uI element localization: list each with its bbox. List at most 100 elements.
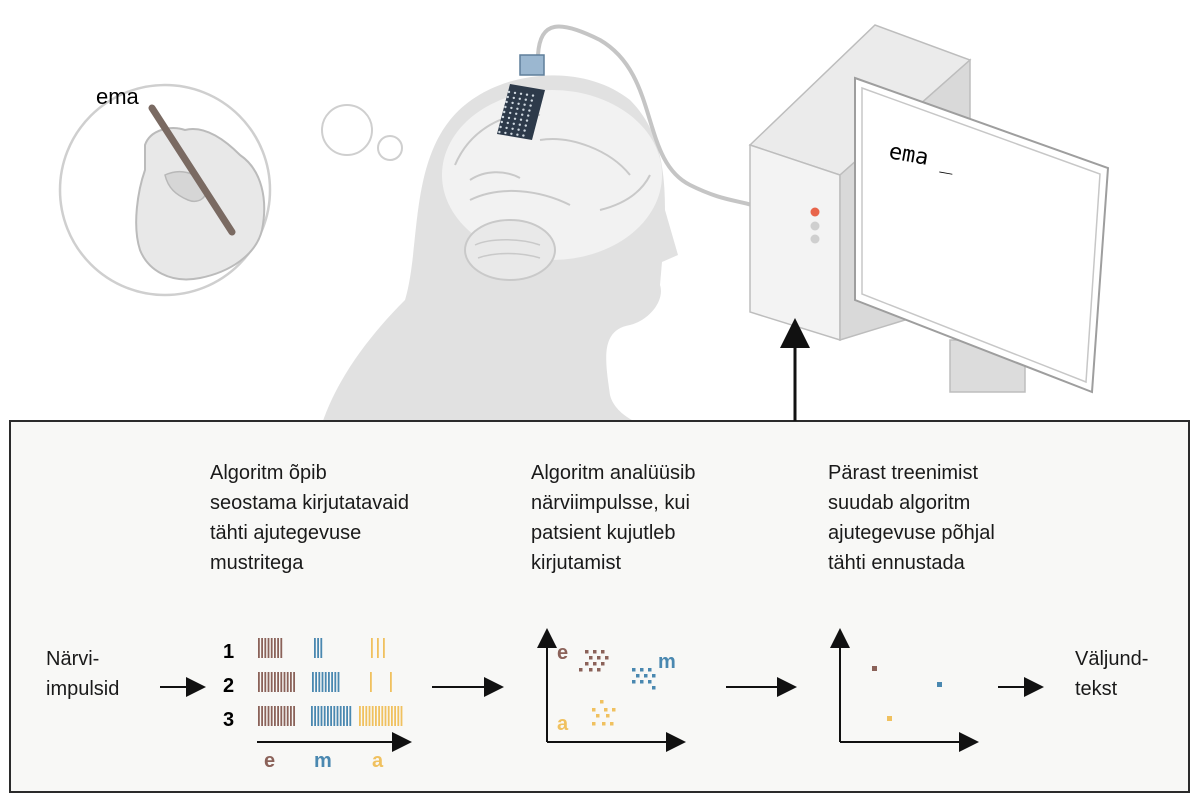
raster-tick — [290, 672, 292, 692]
raster-tick — [280, 672, 283, 692]
computer: ema _ — [748, 24, 1110, 394]
raster-tick — [370, 672, 372, 692]
raster-tick — [387, 706, 390, 726]
raster-letter-e: e — [264, 750, 275, 772]
cluster-point — [648, 680, 652, 684]
cluster-point — [602, 722, 606, 726]
raster-tick — [286, 672, 289, 692]
raster-tick — [277, 706, 279, 726]
raster-tick — [280, 706, 283, 726]
raster-tick — [311, 706, 313, 726]
raster-tick — [339, 706, 342, 726]
raster-tick — [327, 706, 329, 726]
raster-tick — [343, 706, 345, 726]
stage-3-text: Pärast treenimist suudab algoritm ajuteg… — [828, 462, 995, 574]
cluster-point — [579, 668, 583, 672]
raster-tick — [368, 706, 371, 726]
cluster-point — [648, 668, 652, 672]
prediction-point-m — [937, 682, 942, 687]
raster-tick — [318, 672, 321, 692]
cluster-point — [636, 674, 640, 678]
raster-tick — [390, 672, 392, 692]
raster-tick — [283, 672, 286, 692]
raster-tick — [264, 638, 267, 658]
raster-tick — [331, 672, 333, 692]
cluster-point — [589, 656, 593, 660]
cluster-point — [593, 650, 597, 654]
stage-2-text: Algoritm analüüsib närviimpulsse, kui pa… — [531, 462, 696, 574]
raster-tick — [261, 672, 263, 692]
trial-label-3: 3 — [223, 709, 234, 731]
raster-tick — [312, 672, 314, 692]
monitor-screen — [854, 76, 1110, 394]
raster-tick — [270, 706, 273, 726]
raster-tick — [277, 672, 279, 692]
cluster-point — [593, 662, 597, 666]
raster-tick — [397, 706, 400, 726]
cluster-point — [585, 650, 589, 654]
raster-tick — [277, 638, 279, 658]
raster-tick — [270, 638, 273, 658]
raster-tick — [283, 706, 286, 726]
raster-tick — [323, 706, 326, 726]
process-panel — [9, 420, 1190, 793]
raster-tick — [293, 672, 295, 692]
cluster-point — [652, 686, 656, 690]
stage-1-text: Algoritm õpib seostama kirjutatavaid täh… — [210, 462, 409, 574]
raster-tick — [333, 706, 336, 726]
raster-tick — [362, 706, 364, 726]
pen-icon — [148, 104, 236, 236]
raster-tick — [264, 706, 267, 726]
raster-tick — [280, 638, 283, 658]
cluster-point — [606, 714, 610, 718]
raster-tick — [384, 706, 387, 726]
raster-letter-m: m — [314, 750, 332, 772]
raster-tick — [324, 672, 327, 692]
raster-tick — [383, 638, 385, 658]
cluster-point — [604, 708, 608, 712]
training-raster: 1 2 3 e m a — [223, 638, 412, 772]
raster-tick — [337, 672, 340, 692]
raster-tick — [371, 638, 373, 658]
handwriting-circle: ema — [58, 83, 272, 297]
raster-tick — [258, 638, 260, 658]
raster-tick — [274, 672, 276, 692]
raster-tick — [261, 706, 263, 726]
raster-tick — [391, 706, 393, 726]
trial-label-2: 2 — [223, 675, 234, 697]
cluster-point — [592, 708, 596, 712]
raster-tick — [377, 638, 379, 658]
cluster-point — [589, 668, 593, 672]
cluster-letter-m: m — [658, 651, 676, 673]
raster-tick — [375, 706, 377, 726]
prediction-point-e — [872, 666, 877, 671]
brain-shape — [442, 90, 662, 260]
raster-tick — [334, 672, 337, 692]
raster-tick — [336, 706, 339, 726]
raster-tick — [267, 638, 270, 658]
raster-tick — [258, 706, 260, 726]
raster-tick — [315, 672, 317, 692]
raster-tick — [317, 638, 319, 658]
cluster-point — [597, 656, 601, 660]
raster-tick — [293, 706, 295, 726]
cluster-point — [601, 650, 605, 654]
cluster-point — [596, 714, 600, 718]
cluster-point — [612, 708, 616, 712]
raster-tick — [270, 672, 273, 692]
cluster-point — [601, 662, 605, 666]
cerebellum-shape — [464, 219, 556, 281]
cluster-point — [600, 700, 604, 704]
raster-tick — [317, 706, 320, 726]
raster-tick — [286, 706, 289, 726]
raster-tick — [321, 672, 324, 692]
cable — [536, 24, 753, 207]
cluster-point — [610, 722, 614, 726]
raster-tick — [400, 706, 403, 726]
raster-tick — [378, 706, 380, 726]
raster-tick — [394, 706, 396, 726]
electrode-implant — [497, 24, 753, 207]
raster-tick — [290, 706, 292, 726]
cluster-point — [632, 668, 636, 672]
